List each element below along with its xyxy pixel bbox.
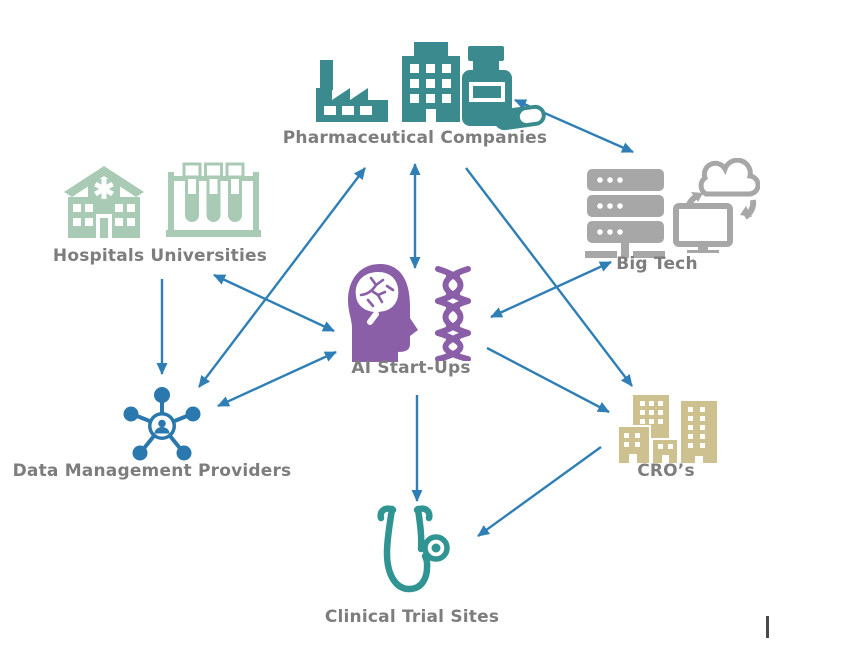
city-buildings-icon (617, 393, 719, 464)
pill-bottle-icon (462, 46, 546, 131)
arrow-ai-cro (486, 346, 610, 414)
clinical-trial-sites-label: Clinical Trial Sites (324, 607, 500, 627)
stethoscope-icon (377, 505, 450, 593)
data-management-providers-label: Data Management Providers (12, 461, 292, 481)
arrow-pharma-cro (465, 167, 633, 387)
hospitals-universities-label: Hospitals Universities (52, 246, 268, 266)
big-tech-label: Big Tech (616, 254, 698, 274)
arrow-bigtech-ai (490, 260, 612, 319)
network-hub-icon (123, 387, 201, 461)
factory-icon (316, 60, 388, 122)
dna-icon (435, 266, 471, 361)
pharma-label: Pharmaceutical Companies (282, 128, 548, 148)
text-cursor (766, 616, 769, 638)
arrow-datamgmt-ai (217, 350, 337, 408)
test-tubes-icon (166, 162, 261, 237)
hospital-icon (64, 166, 144, 238)
office-building-icon (402, 42, 460, 122)
ai-start-ups-label: AI Start-Ups (351, 358, 471, 378)
cloud-sync-monitor-icon (673, 158, 760, 253)
cros-label: CRO’s (637, 461, 695, 481)
arrow-universities-ai (213, 273, 335, 333)
arrow-cro-clinical (477, 446, 602, 537)
brain-head-icon (348, 264, 418, 362)
server-stack-icon (585, 169, 665, 258)
